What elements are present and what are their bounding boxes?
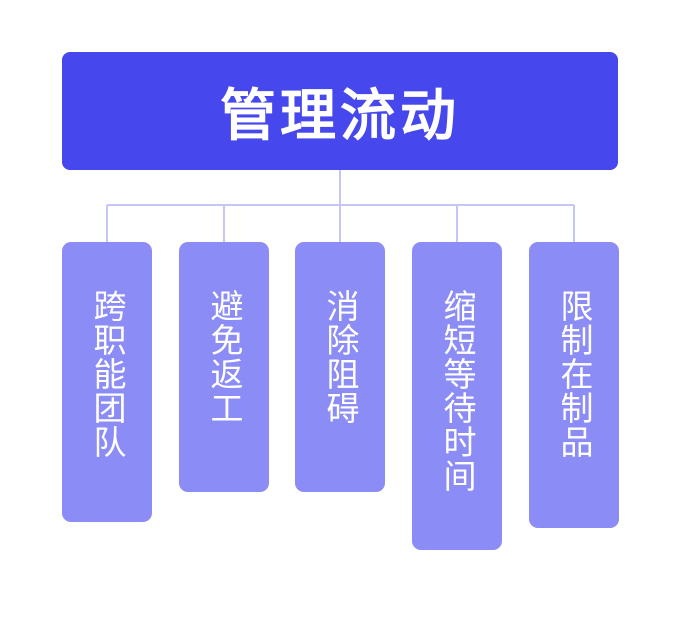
child-node-label: 限制在制品 bbox=[555, 289, 594, 459]
root-node: 管理流动 bbox=[62, 52, 618, 170]
child-node-label: 跨职能团队 bbox=[88, 289, 127, 459]
child-node-label: 缩短等待时间 bbox=[438, 289, 477, 493]
root-node-label: 管理流动 bbox=[220, 83, 460, 149]
child-node-reduce-wait-time: 缩短等待时间 bbox=[412, 242, 502, 550]
child-node-limit-wip: 限制在制品 bbox=[529, 242, 619, 528]
child-node-remove-blockers: 消除阻碍 bbox=[295, 242, 385, 492]
child-node-label: 消除阻碍 bbox=[321, 289, 360, 425]
child-node-label: 避免返工 bbox=[205, 289, 244, 425]
child-node-avoid-rework: 避免返工 bbox=[179, 242, 269, 492]
child-node-cross-functional-team: 跨职能团队 bbox=[62, 242, 152, 522]
